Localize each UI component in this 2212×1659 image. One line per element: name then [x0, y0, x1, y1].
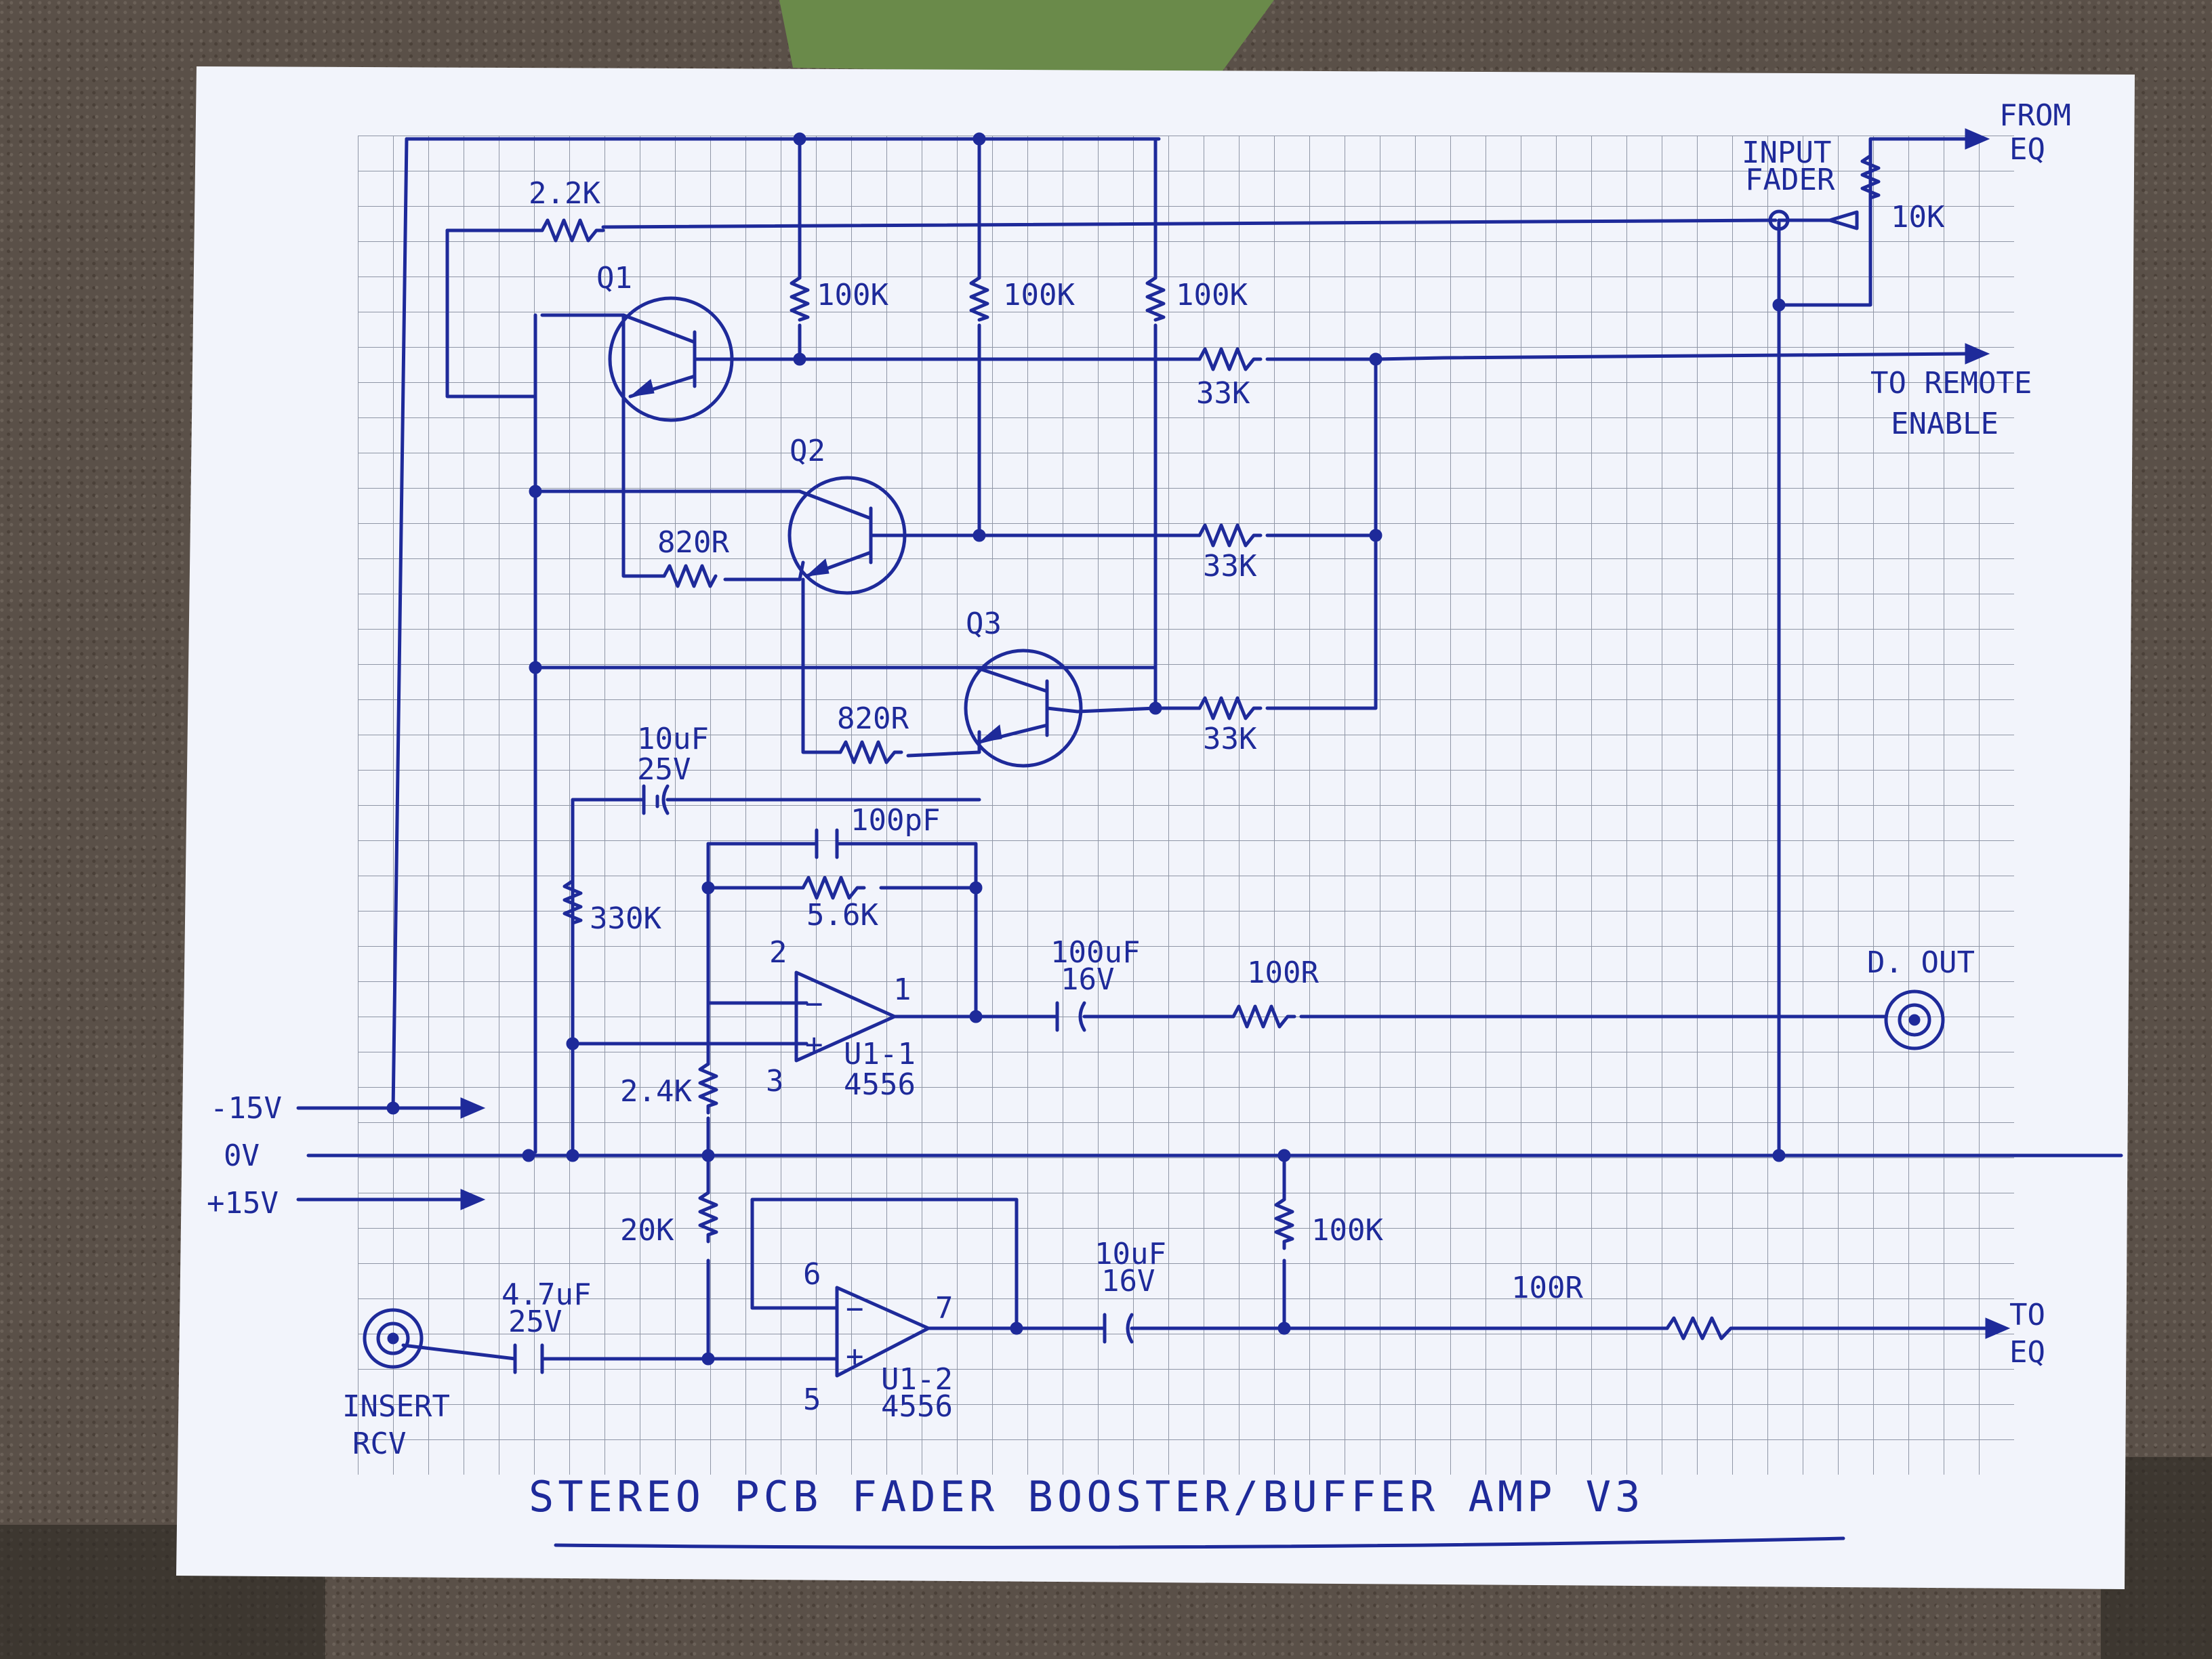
label-33k-a: 33K — [1196, 376, 1250, 411]
label-insert: INSERT — [342, 1389, 450, 1424]
label-u1-1-part: 4556 — [844, 1067, 916, 1102]
label-to-remote: TO REMOTE — [1870, 366, 2032, 401]
label-4u7-25v-b: 25V — [508, 1305, 562, 1339]
svg-text:+: + — [846, 1339, 864, 1374]
label-enable: ENABLE — [1891, 407, 1999, 441]
resistor-shapes — [540, 154, 1881, 1340]
svg-text:−: − — [846, 1292, 864, 1326]
label-fader: FADER — [1745, 163, 1835, 197]
capacitor-shapes — [513, 784, 1134, 1374]
label-820r-b: 820R — [837, 701, 909, 736]
label-10u-25v-a: 10uF — [637, 722, 709, 756]
label-u1-2: U1-2 — [881, 1362, 953, 1397]
book-corner — [779, 0, 1274, 75]
wires — [296, 137, 2123, 1361]
label-100k-c: 100K — [1176, 278, 1248, 312]
label-2k4: 2.4K — [620, 1074, 692, 1109]
label-10k: 10K — [1891, 200, 1945, 234]
label-pin5: 5 — [803, 1382, 821, 1417]
label-rcv: RCV — [352, 1427, 406, 1461]
title-underline — [554, 1536, 1845, 1549]
label-820r-a: 820R — [657, 525, 729, 560]
svg-text:−: − — [805, 987, 823, 1021]
graph-grid — [358, 136, 2014, 1475]
label-100k-out: 100K — [1311, 1213, 1383, 1248]
label-10u-16v-b: 16V — [1101, 1264, 1155, 1298]
label-10u-25v-b: 25V — [637, 752, 691, 787]
label-q1: Q1 — [596, 261, 632, 295]
label-pin3: 3 — [766, 1064, 784, 1099]
label-33k-b: 33K — [1203, 549, 1257, 583]
label-neg15: -15V — [210, 1091, 282, 1126]
label-pin7: 7 — [935, 1291, 954, 1326]
label-from-eq-b: EQ — [2009, 132, 2045, 167]
label-10u-16v-a: 10uF — [1094, 1237, 1166, 1271]
label-2k2: 2.2K — [529, 176, 600, 211]
jack-shapes — [363, 989, 1945, 1369]
label-20k: 20K — [620, 1213, 674, 1248]
label-d-out: D. OUT — [1867, 945, 1975, 980]
label-u1-2-part: 4556 — [881, 1389, 953, 1424]
label-u1-1: U1-1 — [844, 1037, 916, 1071]
label-0v: 0V — [224, 1139, 260, 1173]
label-33k-c: 33K — [1203, 722, 1257, 756]
label-pos15: +15V — [207, 1186, 279, 1221]
label-q2: Q2 — [790, 434, 825, 468]
label-100u-16v-a: 100uF — [1050, 935, 1140, 970]
transistor-arrows — [629, 379, 1002, 743]
label-pin2: 2 — [769, 935, 787, 970]
rail-arrows — [460, 128, 2011, 1339]
svg-text:+: + — [805, 1027, 823, 1062]
label-100pf: 100pF — [851, 803, 940, 838]
label-input: INPUT — [1742, 136, 1831, 170]
junctions — [386, 132, 1786, 1366]
label-q3: Q3 — [966, 607, 1002, 641]
label-from-eq-a: FROM — [1999, 98, 2071, 133]
label-4u7-25v-a: 4.7uF — [501, 1277, 591, 1312]
label-100k-b: 100K — [1003, 278, 1075, 312]
label-pin6: 6 — [803, 1257, 821, 1292]
label-5k6: 5.6K — [806, 898, 878, 933]
label-100k-a: 100K — [817, 278, 888, 312]
label-100r-bot: 100R — [1511, 1271, 1583, 1305]
label-100r-top: 100R — [1247, 956, 1319, 990]
label-pin1: 1 — [893, 972, 912, 1007]
opamp-shapes — [794, 970, 930, 1378]
label-100u-16v-b: 16V — [1061, 962, 1114, 997]
label-to-eq-b: EQ — [2009, 1335, 2045, 1370]
transistor-shapes — [608, 296, 1083, 768]
page-title: STEREO PCB FADER BOOSTER/BUFFER AMP V3 — [529, 1472, 1644, 1521]
label-330k: 330K — [590, 901, 661, 936]
label-to-eq-a: TO — [2009, 1298, 2045, 1332]
